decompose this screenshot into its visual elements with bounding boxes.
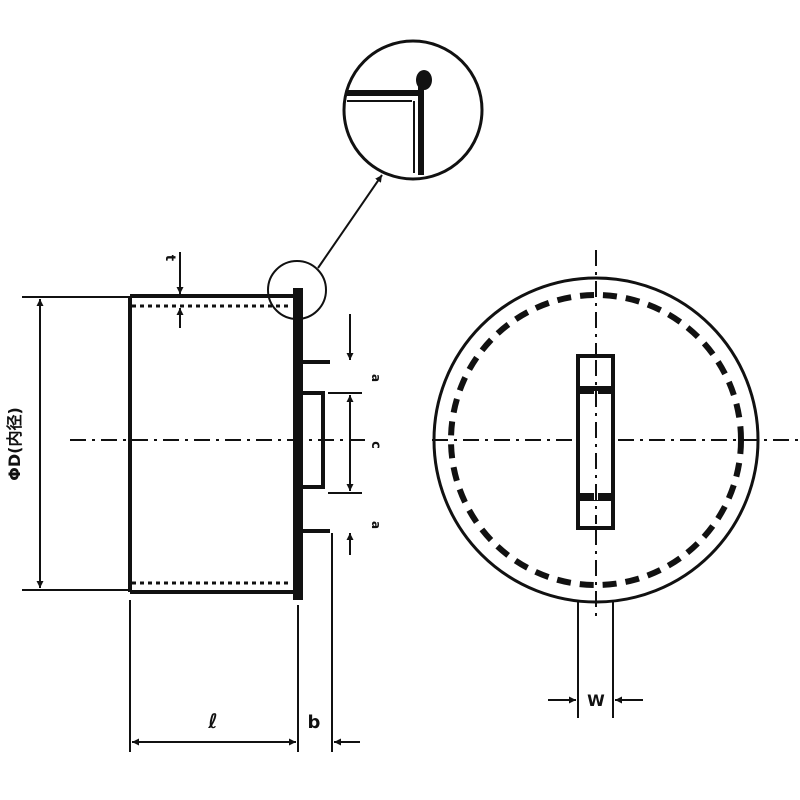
front-view <box>432 250 800 618</box>
detail-marker-circle <box>267 260 327 320</box>
width-label: W <box>587 691 605 710</box>
slot-label: c <box>368 441 383 449</box>
inner-dashed-circle <box>448 292 744 588</box>
slot-tab <box>303 391 325 489</box>
detail-rolled-edge <box>416 70 432 90</box>
front-dimensions: W <box>548 600 643 718</box>
detail-view <box>342 39 484 181</box>
flange-label: b <box>308 712 321 733</box>
side-dimensions: ΦD(内径) t ℓ b a c a <box>5 252 383 752</box>
slot-rect <box>576 354 615 530</box>
thickness-label: t <box>162 255 177 261</box>
detail-leader-arrow <box>317 174 383 269</box>
gap-bottom-label: a <box>369 521 383 529</box>
flange <box>293 288 303 600</box>
slot-band-top <box>578 386 613 394</box>
length-label: ℓ <box>207 709 217 733</box>
side-view <box>70 174 383 600</box>
diameter-label: ΦD(内径) <box>5 407 24 481</box>
outer-circle <box>432 276 760 604</box>
gap-top-label: a <box>369 374 383 382</box>
